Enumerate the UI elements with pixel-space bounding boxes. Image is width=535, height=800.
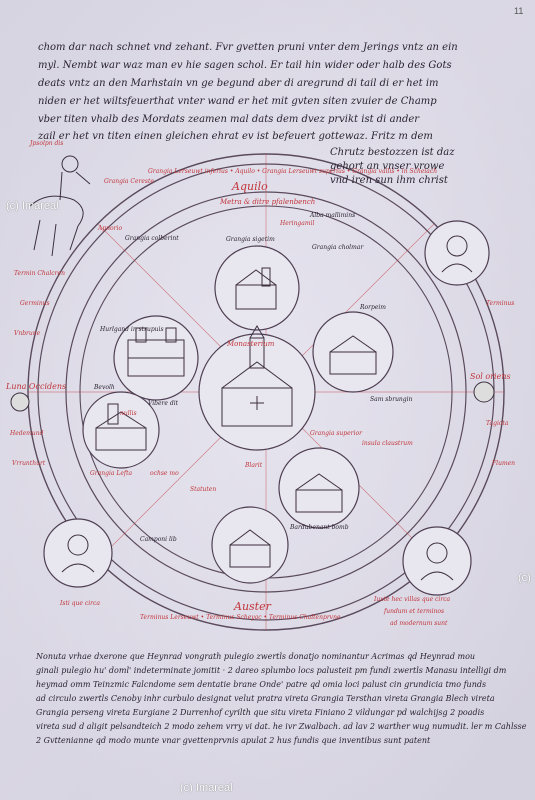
latin-line-3: heymad omm Teinzmic Falcndome sem dentat… — [36, 680, 487, 689]
latin-line-4: ad circulo zwertls Cenoby inhr curbulo d… — [36, 694, 495, 703]
roundel-southwest-church — [82, 391, 160, 469]
red-label: Grangia Cereste — [104, 178, 154, 185]
german-line-7: Chrutz bestozzen ist daz — [330, 147, 455, 158]
sun-face-icon — [473, 381, 495, 403]
king-roundel-northeast — [424, 220, 490, 286]
margin-note: fundum et terminos — [384, 608, 445, 615]
black-label: Hurlgand in strupuis — [100, 326, 164, 333]
german-line-8: gehort an vnser vrowe — [330, 161, 445, 172]
german-line-2: myl. Nembt war waz man ev hie sagen scho… — [38, 60, 452, 71]
red-label: Vrrunthurt — [12, 460, 46, 467]
black-label: Vibere dit — [148, 400, 179, 407]
red-label: Heringamil — [280, 220, 315, 227]
watermark: (c) Imareal — [180, 782, 233, 794]
red-label: Hedemund — [10, 430, 44, 437]
black-label: Rorpeim — [360, 304, 386, 311]
red-label: nullis — [120, 410, 137, 417]
red-label: Vnbrune — [14, 330, 41, 337]
red-label: Jpsolpn dis — [30, 140, 64, 147]
north-label: Aquilo — [232, 180, 268, 193]
north-heading: Metra & ditre pfalenbench — [220, 198, 316, 206]
german-line-3: deats vntz an den Marhstain vn ge begund… — [38, 78, 439, 89]
center-label: Monasterium — [227, 340, 275, 348]
king-roundel-southwest — [43, 518, 113, 588]
black-label: Bevolh — [94, 384, 115, 391]
roundel-north-church — [214, 245, 300, 331]
red-label: Blarit — [245, 462, 263, 469]
latin-line-2: ginali pulegio hu' doml' indeterminate j… — [36, 666, 507, 675]
watermark: (c) Imareal — [6, 200, 59, 212]
margin-note: Iuxte hec villas que circa — [374, 596, 451, 603]
margin-note: ad modernum sunt — [390, 620, 448, 627]
king-roundel-southeast — [402, 526, 472, 596]
german-line-9: vnd iren sun ihm christ — [330, 175, 448, 186]
horseman-figure — [29, 155, 91, 257]
latin-line-7: 2 Gvttenianne qd modo munte vnar gvetten… — [36, 736, 431, 745]
black-label: Bardubenant bomb — [290, 524, 349, 531]
black-label: Alba mallimins — [310, 212, 356, 219]
page-number: 11 — [514, 6, 524, 16]
red-label: insula claustrum — [362, 440, 413, 447]
red-label: Terminus — [486, 300, 515, 307]
outer-ring-text: Terminus Lerseuwt • Terminus Scheyac • T… — [140, 614, 341, 621]
roundel-southeast-barn — [278, 447, 360, 529]
red-label: Grangia superior — [310, 430, 362, 437]
moon-face-icon — [10, 392, 30, 412]
black-label: Camponi lib — [140, 536, 177, 543]
german-line-4: niden er het wiltsfeuerthat vnter wand e… — [38, 96, 437, 107]
german-line-5: vber titen vhalb des Mordats zeamen mal … — [38, 114, 420, 125]
red-label: Tagiota — [486, 420, 509, 427]
latin-line-6: vireta sud d aligit pelsandteich 2 modo … — [36, 722, 527, 731]
red-label: ochse mo — [150, 470, 179, 477]
red-label: Termin Chalcren — [14, 270, 65, 277]
roundel-central-monastery — [198, 333, 316, 451]
west-label: Luna Occidens — [6, 382, 67, 391]
watermark: (c) — [518, 572, 531, 584]
red-label: Statuten — [190, 486, 217, 493]
margin-note: Isti que circa — [60, 600, 100, 607]
red-label: Grangia Lefta — [90, 470, 133, 477]
black-label: Sam sbrungin — [370, 396, 413, 403]
german-line-1: chom dar nach schnet vnd zehant. Fvr gve… — [38, 42, 458, 53]
red-label: Germinus — [20, 300, 50, 307]
south-label: Auster — [234, 600, 271, 613]
black-label: Grangia cholmar — [312, 244, 364, 251]
red-label: Flumen — [492, 460, 516, 467]
red-label: Apnorio — [98, 225, 123, 232]
inner-ring-text: Grangia Lerseuwt inferius • Aquilo • Gra… — [148, 168, 438, 175]
latin-line-5: Grangia perseng vireta Eurgiane 2 Durren… — [36, 708, 485, 717]
black-label: Grangia sigetim — [226, 236, 275, 243]
east-label: Sol oriens — [470, 372, 511, 381]
latin-line-1: Nonuta vrhae dxerone que Heynrad vongrat… — [36, 652, 476, 661]
german-line-6: zail er het vn titen einen gleichen ehra… — [38, 131, 433, 142]
black-label: Grangia colberint — [125, 235, 179, 242]
